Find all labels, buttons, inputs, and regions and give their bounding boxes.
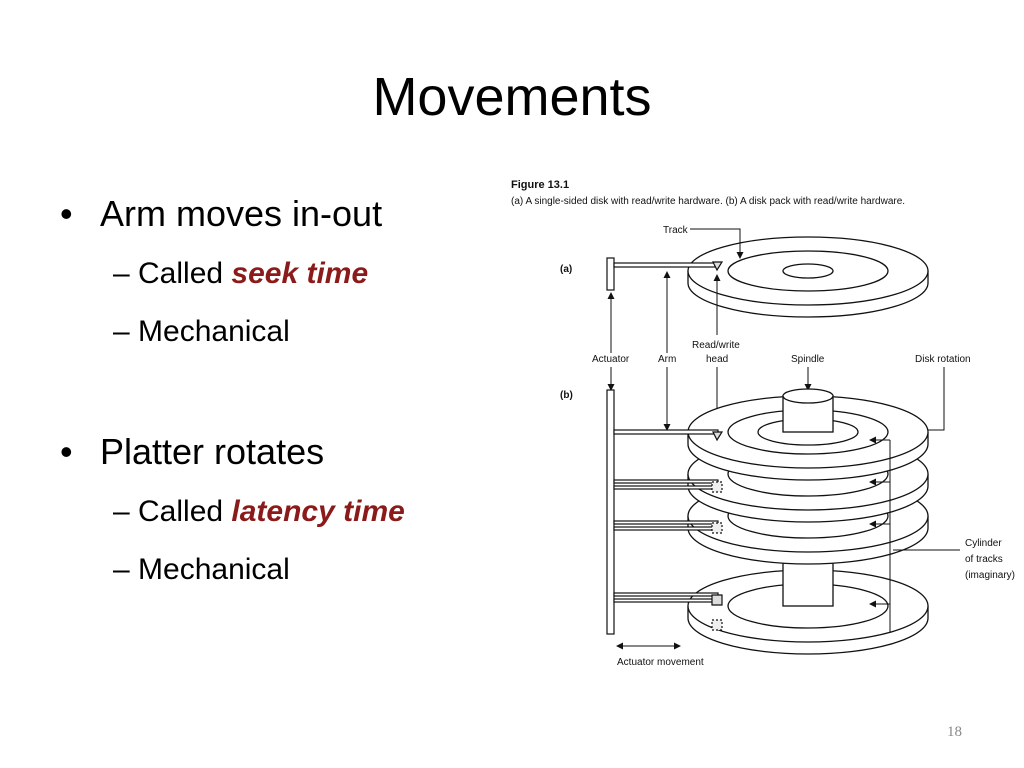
disk-pack [687,388,929,655]
label-imaginary: (imaginary) [965,570,1015,581]
label-head: head [706,354,728,365]
label-disk-rotation: Disk rotation [915,354,971,365]
label-arm: Arm [658,354,676,365]
label-spindle: Spindle [791,354,825,365]
sub-bullet-prefix: – Mechanical [113,553,290,586]
label-actuator: Actuator [592,354,630,365]
single-disk [687,236,929,318]
sub-bullet-prefix: – Mechanical [113,315,290,348]
bullet-arm: • Arm moves in-out [60,192,382,236]
label-read-write: Read/write [692,340,740,351]
emphasis-latency-time: latency time [231,495,405,528]
actuator-a [606,257,724,291]
figure-heading: Figure 13.1 [511,179,569,191]
page-number: 18 [947,724,962,740]
actuator-b [606,389,724,635]
bullet-text: Arm moves in-out [100,193,383,234]
sub-bullet-mechanical-2: – Mechanical [113,551,290,589]
sub-bullet-mechanical-1: – Mechanical [113,313,290,351]
bullet-text: Platter rotates [100,431,325,472]
label-track: Track [663,225,689,236]
slide-title: Movements [372,67,652,127]
label-of-tracks: of tracks [965,554,1003,565]
emphasis-seek-time: seek time [231,257,369,290]
disk-figure: Figure 13.1 (a) A single-sided disk with… [511,179,1015,668]
label-actuator-movement: Actuator movement [617,657,704,668]
bullet-dot: • [60,431,73,472]
figure-caption: (a) A single-sided disk with read/write … [511,196,905,207]
label-cylinder: Cylinder [965,538,1002,549]
sub-bullet-prefix: – Called [113,257,232,290]
label-a: (a) [560,264,572,275]
label-b: (b) [560,390,573,401]
bullet-platter: • Platter rotates [60,430,324,474]
sub-bullet-seek: – Called seek time [113,255,368,293]
sub-bullet-prefix: – Called [113,495,232,528]
sub-bullet-latency: – Called latency time [113,493,405,531]
bullet-dot: • [60,193,73,234]
